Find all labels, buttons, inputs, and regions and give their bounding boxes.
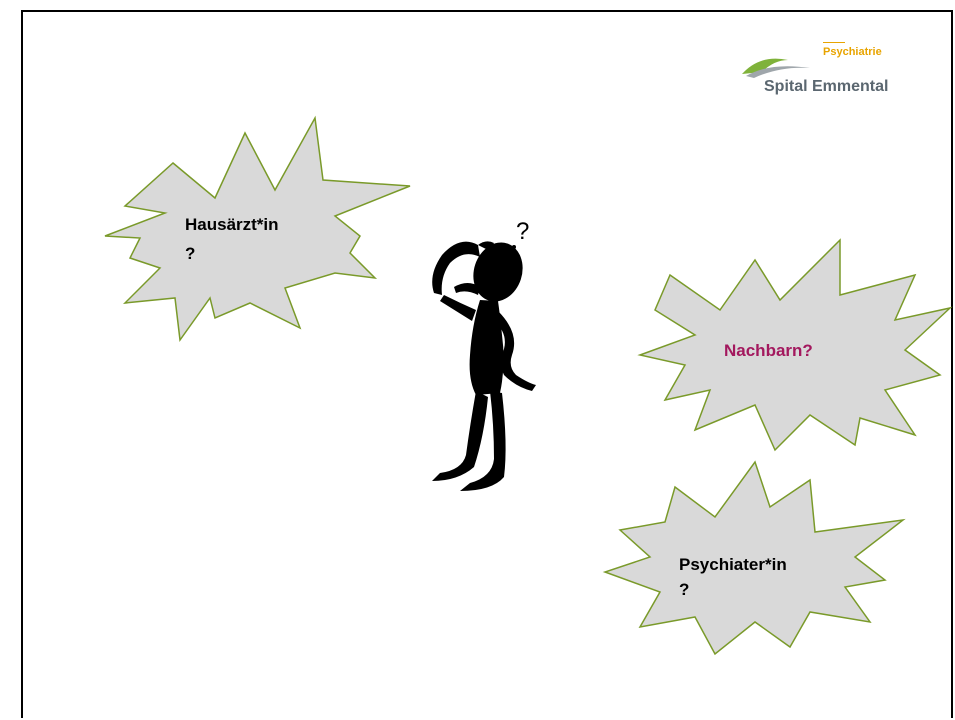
burst-label: Hausärzt*in (185, 214, 279, 236)
burst-label: Nachbarn? (724, 340, 813, 362)
thinking-person-icon: ? (420, 215, 560, 505)
burst-question-mark: ? (679, 580, 689, 600)
logo-department: Psychiatrie (823, 46, 882, 58)
burst-psychiater: Psychiater*in ? (605, 462, 905, 657)
burst-hausarzt: Hausärzt*in ? (105, 118, 415, 343)
logo-hill-icon (740, 50, 820, 80)
burst-nachbarn: Nachbarn? (640, 240, 950, 460)
logo: Psychiatrie Spital Emmental (740, 40, 910, 110)
burst-question-mark: ? (185, 244, 195, 264)
logo-hospital-name: Spital Emmental (764, 78, 888, 96)
logo-accent-line (823, 42, 845, 43)
burst-label: Psychiater*in (679, 554, 787, 576)
thought-question-mark: ? (516, 218, 529, 245)
